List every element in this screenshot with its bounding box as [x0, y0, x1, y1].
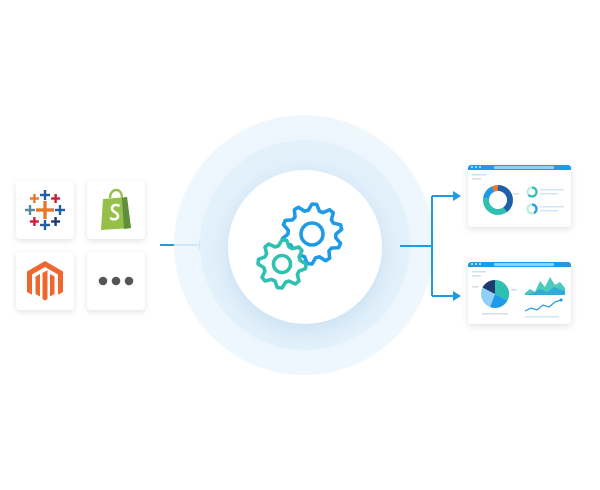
- tableau-tile: [16, 181, 74, 239]
- gears-icon: [256, 202, 344, 290]
- magento-tile: [16, 252, 74, 310]
- pie-area-dashboard: [468, 262, 571, 324]
- dashboard-title-bar: [468, 262, 571, 267]
- donut-dashboard: [468, 165, 571, 227]
- dashboard-title-bar: [468, 165, 571, 170]
- pie-area-dashboard-icon: [472, 271, 565, 318]
- more-sources-tile: [87, 252, 145, 310]
- tableau-logo-icon: [25, 190, 65, 230]
- shopify-logo-icon: [101, 188, 131, 230]
- output-arrows-icon: [400, 191, 461, 301]
- donut-dashboard-icon: [472, 174, 564, 215]
- more-dots-icon: [98, 276, 134, 286]
- shopify-tile: [87, 181, 145, 239]
- magento-logo-icon: [27, 261, 63, 301]
